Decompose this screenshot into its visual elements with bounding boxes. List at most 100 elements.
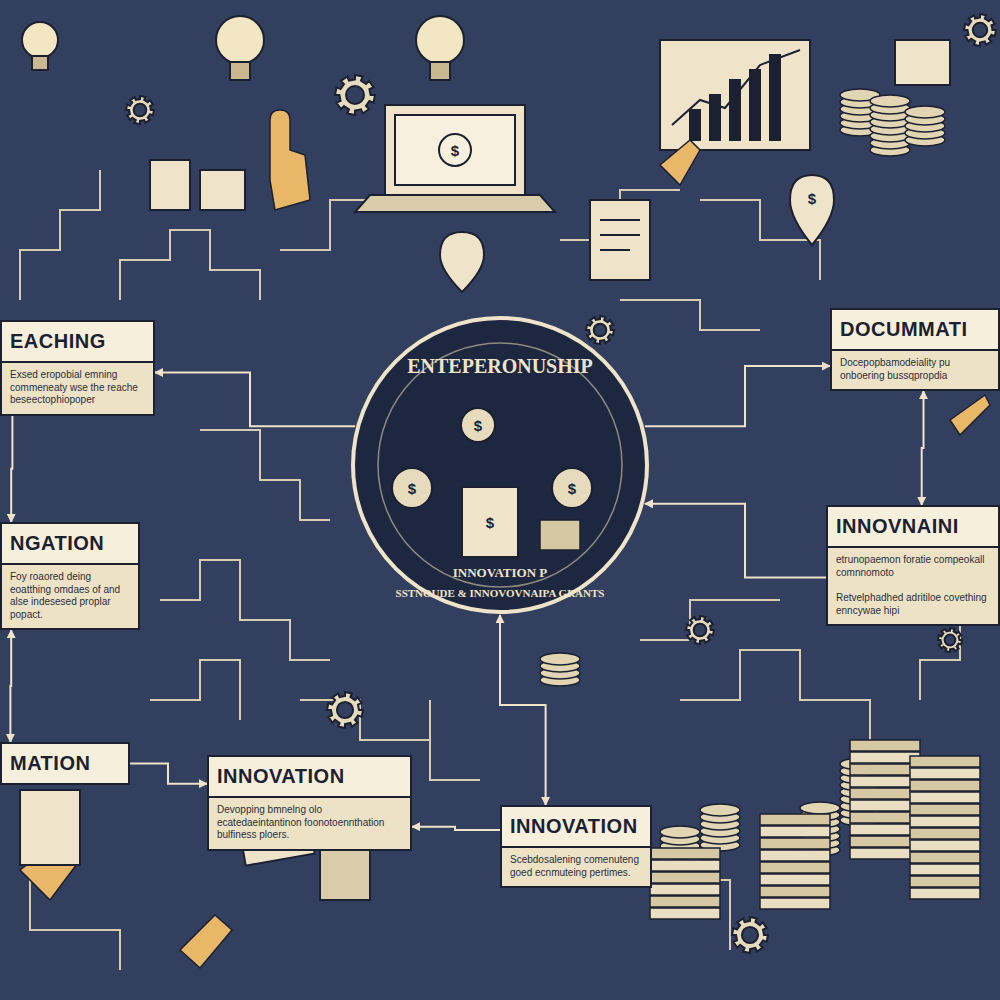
coin-icon: [461, 408, 495, 442]
bulb-base: [430, 62, 450, 80]
chart: [590, 40, 810, 280]
connector-arrow: [155, 373, 355, 427]
coin: [700, 804, 740, 816]
coin-icon: [552, 468, 592, 508]
laptop-base: [355, 195, 555, 212]
box-heading: EACHING: [2, 322, 153, 363]
connector-arrow: [645, 366, 830, 426]
connector-arrow: [922, 391, 924, 505]
bill: [650, 848, 720, 859]
bill: [910, 816, 980, 827]
process-box: DOCUMMATIDocepopbamodeiality pu onboerin…: [830, 308, 1000, 391]
maze-line: [150, 660, 240, 720]
bill: [760, 826, 830, 837]
map-pin: [440, 232, 484, 292]
box-body: Docepopbamodeiality pu onboering bussqpr…: [832, 351, 998, 389]
connector-arrow: [412, 827, 500, 830]
connector-arrow: [9, 630, 12, 742]
misc-icons: [20, 40, 950, 900]
bar: [730, 80, 740, 140]
gear-hub: [134, 104, 147, 117]
process-box: MATION: [0, 742, 130, 785]
dollar-sign: $: [474, 418, 482, 433]
coin-icon: [392, 468, 432, 508]
connector-arrow: [130, 764, 207, 784]
process-box: INNOVNAINIetrunopaemon foratie compeokal…: [826, 505, 1000, 626]
connector-arrow: [11, 416, 12, 523]
clipboard-icon: [462, 487, 518, 557]
pencil: [950, 395, 990, 435]
maze-line: [160, 560, 330, 660]
chart-board: [660, 40, 810, 150]
bar: [690, 110, 700, 140]
coin: [660, 826, 700, 838]
dollar-sign: $: [408, 481, 416, 496]
laptop-screen: [385, 105, 525, 195]
process-box: EACHINGExsed eropobial emning commeneaty…: [0, 320, 155, 416]
bar: [750, 70, 760, 140]
card: [150, 160, 190, 210]
bulb: [416, 16, 464, 64]
hand: [270, 110, 310, 210]
bill: [910, 828, 980, 839]
connector-arrow: [645, 504, 826, 578]
dollar-sign: $: [451, 143, 459, 158]
box-heading: NGATION: [2, 524, 138, 565]
coin: [540, 653, 580, 665]
bar: [770, 55, 780, 140]
maze-lines: [20, 170, 960, 970]
box-heading: INNOVATION: [209, 757, 410, 798]
maze-line: [200, 430, 330, 520]
bill: [760, 814, 830, 825]
screen-icon: [439, 134, 471, 166]
bar: [710, 95, 720, 140]
laptop: [355, 105, 555, 212]
document: [590, 200, 650, 280]
connector-arrow: [500, 615, 546, 805]
bill: [910, 864, 980, 875]
bill: [760, 886, 830, 897]
gear: [938, 628, 962, 652]
gear-hub: [337, 702, 353, 718]
bill: [760, 862, 830, 873]
circle-title: ENTEPERONUSHIP: [350, 355, 650, 378]
gear-hub: [945, 635, 956, 646]
gear: [327, 692, 363, 728]
coin: [800, 802, 840, 814]
coin: [905, 106, 945, 118]
gear: [126, 96, 154, 124]
box-heading: INNOVNAINI: [828, 507, 998, 548]
gear-hub: [346, 86, 364, 104]
bill: [650, 896, 720, 907]
center-circle: ENTEPERONUSHIPINNOVATION PSSTNOUDE & INN…: [350, 315, 650, 615]
box-heading: INNOVATION: [502, 807, 650, 848]
bill: [760, 838, 830, 849]
maze-line: [430, 740, 480, 780]
document: [20, 790, 80, 865]
bill: [650, 860, 720, 871]
bulb: [22, 22, 58, 58]
inner-ring: [378, 343, 622, 587]
process-box: INNOVATIONScebdosalening comenuteng goed…: [500, 805, 652, 888]
bill: [650, 872, 720, 883]
bill: [910, 876, 980, 887]
box-body: Scebdosalening comenuteng goed ecnmutein…: [502, 848, 650, 886]
bill: [650, 884, 720, 895]
bill: [850, 740, 920, 751]
gear: [335, 75, 375, 115]
card: [200, 170, 245, 210]
hand: [660, 140, 700, 185]
maze-line: [20, 170, 100, 300]
circle-text: SSTNOUDE & INNOVOVNAIPA GRANTS: [350, 587, 650, 599]
trend-line: [672, 50, 800, 125]
bill: [760, 850, 830, 861]
bill: [910, 780, 980, 791]
maze-line: [300, 700, 430, 740]
box: [895, 40, 950, 85]
bill: [910, 768, 980, 779]
box-body: Exsed eropobial emning commeneaty wse th…: [2, 363, 153, 414]
gear-hub: [742, 927, 758, 943]
bulb: [216, 16, 264, 64]
